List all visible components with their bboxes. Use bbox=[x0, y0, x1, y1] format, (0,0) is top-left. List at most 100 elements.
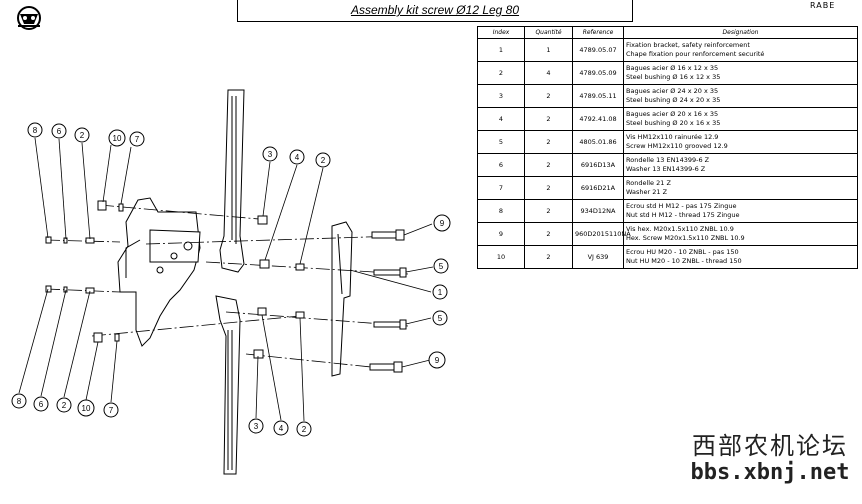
callout-circle bbox=[273, 420, 289, 436]
designation-line1: Fixation bracket, safety reinforcement bbox=[626, 41, 750, 49]
callout-label: 10 bbox=[113, 134, 122, 143]
callout-label: 8 bbox=[33, 126, 38, 135]
designation-line2: Screw HM12x110 grooved 12.9 bbox=[626, 142, 728, 150]
callout-circle bbox=[315, 152, 331, 168]
cell-reference: 6916D13A bbox=[572, 153, 624, 177]
title-box: Assembly kit screw Ø12 Leg 80 bbox=[237, 0, 633, 22]
callout-c9a: 9 bbox=[433, 214, 451, 232]
callout-c5a: 5 bbox=[433, 258, 449, 274]
callout-label: 9 bbox=[440, 219, 445, 228]
cell-quantity: 1 bbox=[524, 38, 573, 62]
brand-logo-icon bbox=[17, 6, 41, 30]
callout-c1a: 1 bbox=[432, 284, 448, 300]
frame-plate bbox=[117, 197, 201, 347]
callout-circle bbox=[289, 149, 305, 165]
strap-lower-left bbox=[215, 295, 241, 475]
callout-c8a: 8 bbox=[27, 122, 43, 138]
cell-index: 3 bbox=[477, 84, 525, 108]
designation-line1: Ecrou HU M20 - 10 ZNBL - pas 150 bbox=[626, 248, 739, 256]
designation-line1: Rondelle 13 EN14399-6 Z bbox=[626, 156, 710, 164]
callout-label: 1 bbox=[438, 288, 443, 297]
designation-line1: Bagues acier Ø 20 x 16 x 35 bbox=[626, 110, 719, 118]
screws bbox=[369, 229, 407, 373]
callout-circle bbox=[428, 351, 446, 369]
cell-index: 9 bbox=[477, 222, 525, 246]
callout-label: 2 bbox=[80, 131, 85, 140]
parts-table-header: Index Quantité Reference Designation bbox=[477, 26, 858, 39]
callout-circle bbox=[432, 310, 448, 326]
watermark-url: bbs.xbnj.net bbox=[690, 460, 850, 485]
callout-circle bbox=[56, 397, 72, 413]
designation-line2: Washer 13 EN14399-6 Z bbox=[626, 165, 706, 173]
designation-line1: Bagues acier Ø 16 x 12 x 35 bbox=[626, 64, 719, 72]
designation-line2: Washer 21 Z bbox=[626, 188, 668, 196]
callout-circle bbox=[74, 127, 90, 143]
callout-circle bbox=[11, 393, 27, 409]
designation-line2: Steel bushing Ø 20 x 16 x 35 bbox=[626, 119, 721, 127]
leader-lines bbox=[18, 137, 434, 422]
callout-c10a: 10 bbox=[108, 129, 126, 147]
cell-index: 10 bbox=[477, 245, 525, 269]
header-reference: Reference bbox=[572, 26, 624, 39]
drawing-title: Assembly kit screw Ø12 Leg 80 bbox=[350, 3, 520, 17]
cell-index: 7 bbox=[477, 176, 525, 200]
callout-label: 8 bbox=[17, 397, 22, 406]
header-designation: Designation bbox=[623, 26, 858, 39]
callout-label: 6 bbox=[57, 127, 62, 136]
callout-c2a: 2 bbox=[74, 127, 90, 143]
callout-c5b: 5 bbox=[432, 310, 448, 326]
cell-quantity: 2 bbox=[524, 107, 573, 131]
designation-line1: Bagues acier Ø 24 x 20 x 35 bbox=[626, 87, 719, 95]
cell-quantity: 2 bbox=[524, 84, 573, 108]
cell-quantity: 2 bbox=[524, 245, 573, 269]
designation-line1: Ecrou std H M12 - pas 175 Zingue bbox=[626, 202, 737, 210]
callout-c2b: 2 bbox=[315, 152, 331, 168]
callout-label: 2 bbox=[321, 156, 326, 165]
cell-index: 5 bbox=[477, 130, 525, 154]
callout-circle bbox=[433, 258, 449, 274]
callout-label: 2 bbox=[302, 425, 307, 434]
cell-reference: 6916D21A bbox=[572, 176, 624, 200]
callout-c6a: 6 bbox=[51, 123, 67, 139]
callout-label: 3 bbox=[254, 422, 259, 431]
designation-line2: Chape fixation pour renforcement securit… bbox=[626, 50, 765, 58]
cell-index: 8 bbox=[477, 199, 525, 223]
header-quantity: Quantité bbox=[524, 26, 573, 39]
callout-label: 9 bbox=[435, 356, 440, 365]
cell-quantity: 2 bbox=[524, 199, 573, 223]
watermark: 西部农机论坛 bbs.xbnj.net bbox=[690, 432, 850, 486]
callout-circle bbox=[296, 421, 312, 437]
watermark-title: 西部农机论坛 bbox=[692, 432, 848, 460]
callout-label: 10 bbox=[82, 404, 91, 413]
callout-label: 7 bbox=[135, 135, 140, 144]
callout-c3b: 3 bbox=[248, 418, 264, 434]
designation-line1: Rondelle 21 Z bbox=[626, 179, 671, 187]
callout-label: 2 bbox=[62, 401, 67, 410]
callout-circle bbox=[248, 418, 264, 434]
callout-c3a: 3 bbox=[262, 146, 278, 162]
callout-circle bbox=[103, 402, 119, 418]
header-index: Index bbox=[477, 26, 525, 39]
callout-circle bbox=[129, 131, 145, 147]
cell-quantity: 2 bbox=[524, 176, 573, 200]
cell-index: 6 bbox=[477, 153, 525, 177]
designation-line2: Steel bushing Ø 16 x 12 x 35 bbox=[626, 73, 721, 81]
callout-c4b: 4 bbox=[273, 420, 289, 436]
callout-circle bbox=[77, 399, 95, 417]
callout-label: 6 bbox=[39, 400, 44, 409]
